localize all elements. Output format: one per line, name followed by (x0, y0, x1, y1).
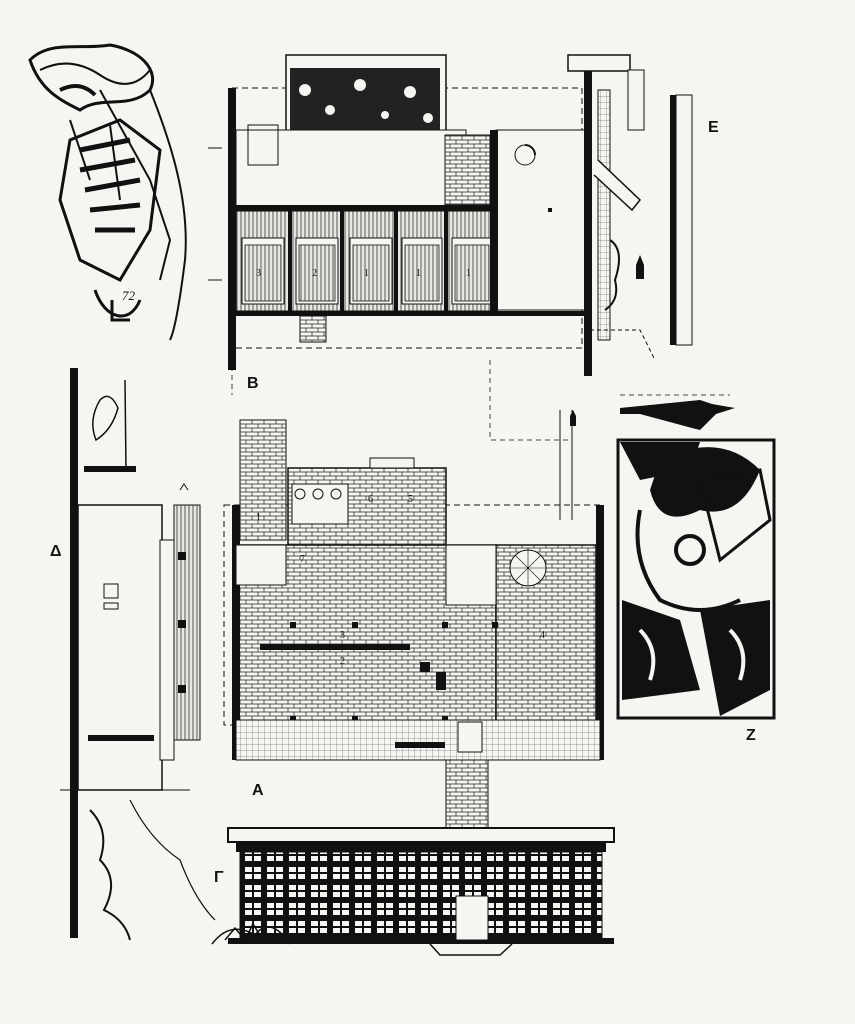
label-a: A (252, 782, 264, 799)
plan-a-room-label: 2 (340, 656, 345, 667)
plan-a-room-label: 7 (300, 554, 305, 565)
label-e: E (708, 119, 719, 136)
label-delta: Δ (50, 543, 62, 560)
plan-a-room-label: 6 (368, 494, 373, 505)
section-delta (60, 368, 216, 941)
artist-signature: 72 (122, 288, 136, 303)
plan-a-room-label: 4 (540, 630, 545, 641)
plan-b (208, 54, 693, 376)
label-z: Z (746, 727, 756, 744)
plan-a (223, 410, 604, 856)
human-figure-scale (620, 400, 735, 430)
plan-b-room-label: 2 (312, 268, 317, 279)
plan-b-room-label: 3 (256, 268, 261, 279)
label-gamma: Γ (214, 869, 224, 886)
label-b: B (247, 375, 259, 392)
plan-a-room-label: 3 (340, 630, 345, 641)
artwork-z (616, 438, 776, 720)
plan-b-room-label: 1 (364, 268, 369, 279)
plan-b-room-label: 1 (466, 268, 471, 279)
plan-a-room-label: 5 (408, 494, 413, 505)
plan-a-room-label: 1 (256, 512, 261, 523)
elevation-gamma (211, 827, 615, 956)
projection-lines (231, 348, 730, 441)
plan-b-room-label: 1 (416, 268, 421, 279)
sketch-top-left (28, 43, 187, 341)
